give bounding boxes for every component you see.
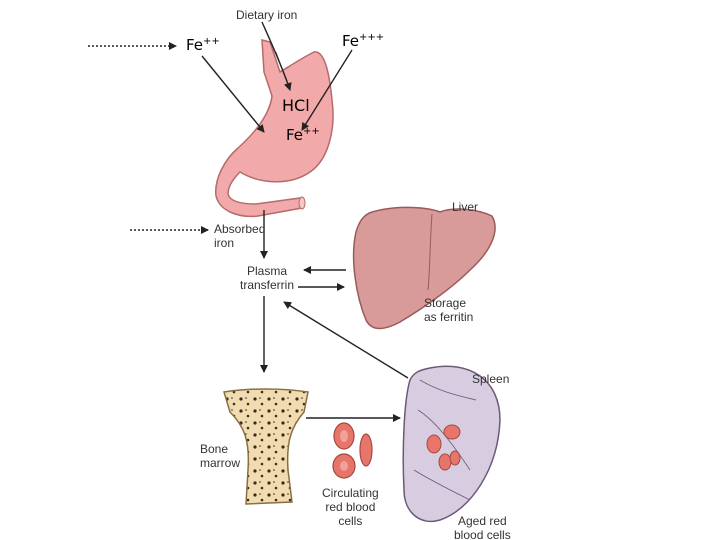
label-storage: Storage as ferritin	[424, 296, 474, 324]
arrow-fe2-to-stomach	[201, 55, 265, 133]
label-spleen: Spleen	[472, 372, 510, 386]
arrow-spleen-to-plasma	[283, 301, 409, 379]
arrows	[88, 21, 409, 422]
ion-charge: ++	[203, 36, 220, 47]
label-bone-marrow: Bone marrow	[200, 442, 241, 470]
label-circulating-rbc: Circulating red blood cells	[322, 486, 379, 528]
ion-base: Fe	[286, 126, 304, 144]
ion-base: Fe	[186, 36, 204, 54]
label-dietary-iron: Dietary iron	[236, 8, 298, 22]
label-hcl: HCl	[282, 96, 310, 115]
ion-charge: +++	[359, 32, 385, 43]
label-absorbed-iron: Absorbed iron	[214, 222, 266, 250]
arrow-fe3-to-stomach	[301, 49, 353, 131]
liver	[352, 206, 496, 330]
label-liver: Liver	[452, 200, 479, 214]
circulating-red-blood-cells	[332, 422, 373, 479]
label-fe2-stomach: Fe++	[286, 126, 320, 144]
spleen	[402, 365, 501, 523]
ion-base: Fe	[342, 32, 360, 50]
label-fe2-input: Fe++	[186, 36, 220, 54]
label-plasma-transferrin: Plasma transferrin	[240, 264, 295, 292]
ion-charge: ++	[303, 126, 320, 137]
arrow-dietary-iron	[261, 21, 292, 91]
bone	[223, 388, 309, 505]
stomach	[215, 39, 334, 218]
label-fe3: Fe+++	[342, 32, 384, 50]
label-aged-rbc: Aged red blood cells	[454, 514, 511, 540]
